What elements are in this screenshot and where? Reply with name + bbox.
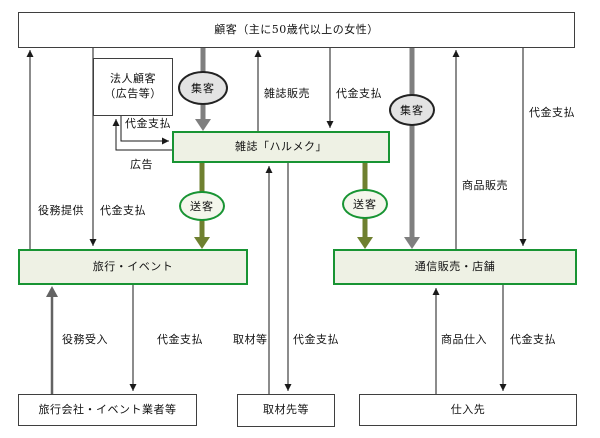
- node-travel-vendors: 旅行会社・イベント業者等: [18, 394, 197, 426]
- edge-label-service-receipt: 役務受入: [62, 333, 108, 346]
- node-magazine-halmek: 雑誌「ハルメク」: [172, 131, 390, 163]
- node-corporate-customer: 法人顧客 （広告等）: [93, 58, 173, 116]
- edge-advertising: [112, 119, 172, 151]
- edge-label-service-provision: 役務提供: [38, 204, 84, 217]
- node-magazine-label: 雑誌「ハルメク」: [235, 139, 327, 153]
- edge-label-advertising: 広告: [130, 158, 153, 171]
- edge-label-retail-payment-top: 代金支払: [529, 106, 575, 119]
- node-retail-label: 通信販売・店舗: [414, 259, 496, 273]
- node-corporate-label-line2: （広告等）: [104, 87, 162, 100]
- node-suppliers: 仕入先: [359, 394, 577, 426]
- oval-attract-customers-left: 集客: [178, 71, 228, 105]
- edge-label-payment-left-top: 代金支払: [100, 204, 146, 217]
- node-travel-label: 旅行・イベント: [92, 259, 174, 273]
- edge-label-coverage: 取材等: [233, 333, 268, 346]
- arrowhead-attract-right: [404, 237, 420, 249]
- arrowhead-send-right: [357, 237, 373, 249]
- node-suppliers-label: 仕入先: [450, 402, 486, 416]
- node-coverage-sources-label: 取材先等: [263, 403, 309, 417]
- edge-label-coverage-payment: 代金支払: [293, 333, 339, 346]
- edge-label-magazine-sales: 雑誌販売: [264, 87, 310, 100]
- node-customer-label: 顧客（主に50歳代以上の女性）: [214, 22, 379, 36]
- node-corporate-label-line1: 法人顧客: [110, 72, 156, 86]
- node-customer: 顧客（主に50歳代以上の女性）: [18, 12, 575, 48]
- node-travel-events: 旅行・イベント: [18, 249, 248, 285]
- edge-label-product-purchase: 商品仕入: [441, 333, 487, 346]
- node-mail-order-stores: 通信販売・店舗: [333, 249, 577, 285]
- edge-label-magazine-payment: 代金支払: [336, 87, 382, 100]
- edge-label-product-sales: 商品販売: [462, 179, 508, 192]
- edge-label-ad-payment: 代金支払: [125, 117, 171, 130]
- arrowhead-send-left: [194, 237, 210, 249]
- node-coverage-sources: 取材先等: [237, 394, 335, 427]
- node-travel-vendors-label: 旅行会社・イベント業者等: [38, 402, 177, 416]
- oval-send-customers-right: 送客: [342, 189, 388, 219]
- oval-attract-customers-right: 集客: [389, 94, 435, 126]
- edge-label-supplier-payment: 代金支払: [510, 333, 556, 346]
- arrowhead-attract-left: [195, 119, 211, 131]
- edge-ad-payment: [120, 114, 169, 145]
- edge-label-travel-vendor-payment: 代金支払: [157, 333, 203, 346]
- arrowhead-service-receipt: [46, 286, 58, 297]
- oval-send-customers-left: 送客: [179, 191, 225, 221]
